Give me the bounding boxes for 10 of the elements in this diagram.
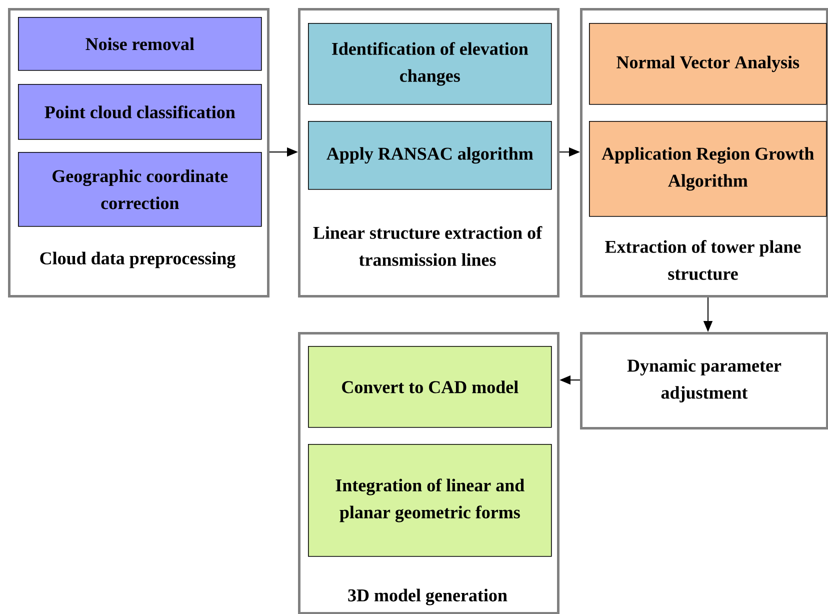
process-box: Point cloud classification [18,84,262,140]
process-box: Convert to CAD model [308,346,552,428]
process-box: Noise removal [18,17,262,71]
process-box: Integration of linear and planar geometric forms [308,444,552,557]
process-box: Normal Vector Analysis [589,23,827,105]
process-box: Identification of elevation changes [308,23,552,105]
process-box: Apply RANSAC algorithm [308,121,552,190]
process-box: Geographic coordinate correction [18,152,262,227]
process-box: Application Region Growth Algorithm [589,121,827,217]
process-box: Dynamic parameter adjustment [580,332,828,430]
